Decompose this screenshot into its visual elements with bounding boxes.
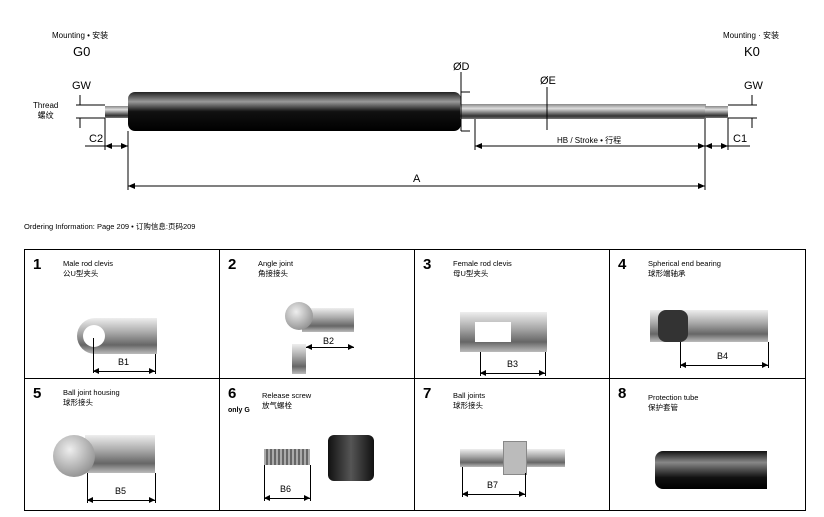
b4-dimension bbox=[680, 362, 768, 368]
option-number: 6 bbox=[228, 385, 237, 402]
ball-housing bbox=[53, 435, 95, 477]
option-number: 7 bbox=[423, 385, 432, 402]
a-label: A bbox=[413, 173, 421, 185]
b6-label: B6 bbox=[280, 484, 292, 494]
right-thread bbox=[705, 106, 728, 118]
option-number: 2 bbox=[228, 256, 237, 273]
release-cap bbox=[328, 435, 374, 481]
ball-socket bbox=[503, 441, 527, 475]
option-number: 5 bbox=[33, 385, 42, 402]
stroke-label: HB / Stroke • 行程 bbox=[557, 135, 621, 145]
release-screw-image bbox=[264, 449, 310, 465]
ball bbox=[285, 302, 313, 330]
ordering-info: Ordering Information: Page 209 • 订购信息:页码… bbox=[24, 222, 196, 231]
right-mounting-label: Mounting · 安装 bbox=[723, 31, 780, 40]
b4-label: B4 bbox=[717, 351, 729, 361]
gw-left-label: GW bbox=[72, 80, 92, 92]
right-mounting-code: K0 bbox=[744, 44, 760, 59]
b5-dimension bbox=[87, 497, 155, 503]
option-number: 3 bbox=[423, 256, 432, 273]
piston-rod bbox=[460, 104, 706, 119]
c1-label: C1 bbox=[733, 133, 747, 145]
ball-joint-housing-image bbox=[85, 435, 155, 473]
option-number: 4 bbox=[618, 256, 627, 273]
oe-label: ØE bbox=[540, 75, 556, 87]
b3-label: B3 bbox=[507, 359, 519, 369]
cylinder-body bbox=[128, 92, 461, 131]
left-mounting-label: Mounting • 安装 bbox=[52, 31, 109, 40]
protection-tube-image bbox=[655, 451, 767, 489]
option-number: 1 bbox=[33, 256, 42, 273]
gw-right-label: GW bbox=[744, 80, 764, 92]
option-number: 8 bbox=[618, 385, 627, 402]
clevis-slot bbox=[475, 322, 511, 342]
thread-label-cn: 螺纹 bbox=[37, 111, 54, 120]
option-note: only G bbox=[228, 407, 250, 414]
left-thread bbox=[105, 106, 129, 118]
b5-label: B5 bbox=[115, 486, 127, 496]
b1-label: B1 bbox=[118, 357, 130, 367]
b1-dimension bbox=[93, 368, 155, 374]
b7-label: B7 bbox=[487, 480, 499, 490]
b3-dimension bbox=[480, 370, 545, 376]
b2-label: B2 bbox=[323, 336, 335, 346]
gas-spring-drawing: GW GW C2 C1 ØD ØE HB / Stroke • 行程 A bbox=[72, 61, 764, 190]
b7-dimension bbox=[462, 491, 525, 497]
b2-dimension bbox=[306, 344, 354, 350]
od-label: ØD bbox=[453, 61, 470, 73]
left-mounting-code: G0 bbox=[73, 44, 91, 59]
thread-label-en: Thread bbox=[33, 101, 59, 110]
clevis-hole bbox=[83, 325, 105, 347]
bearing-ring bbox=[658, 310, 688, 342]
b6-dimension bbox=[264, 495, 310, 501]
c2-label: C2 bbox=[89, 133, 103, 145]
stud bbox=[292, 344, 306, 374]
